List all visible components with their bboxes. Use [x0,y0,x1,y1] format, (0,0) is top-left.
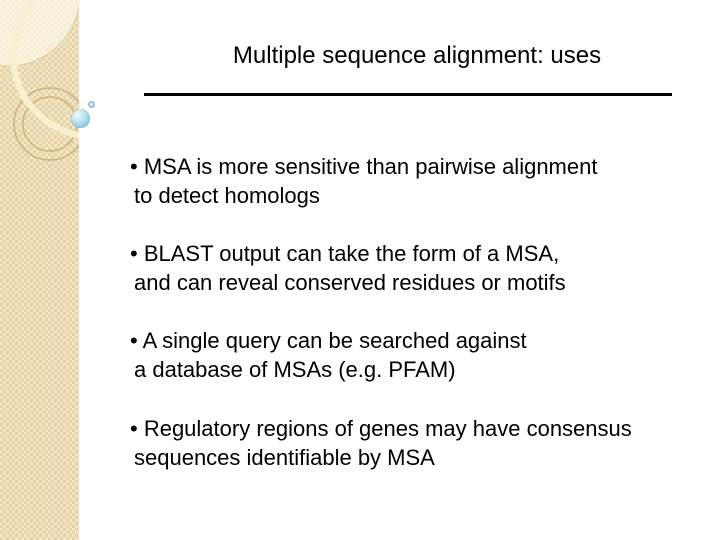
concentric-ring-outer [13,87,79,161]
small-ring-decoration [88,101,95,108]
bullet-item: • A single query can be searched against… [130,328,527,382]
sidebar-decoration [0,0,79,540]
cream-arc-decoration [9,0,79,139]
bullet-item: • Regulatory regions of genes may have c… [130,416,632,470]
bullet-item: • MSA is more sensitive than pairwise al… [130,154,598,208]
bullet-item: • BLAST output can take the form of a MS… [130,241,566,295]
title-underline [144,93,672,96]
glossy-sphere-decoration [71,109,90,128]
sidebar-circles-decoration [0,0,79,161]
page-title: Multiple sequence alignment: uses [232,42,602,69]
